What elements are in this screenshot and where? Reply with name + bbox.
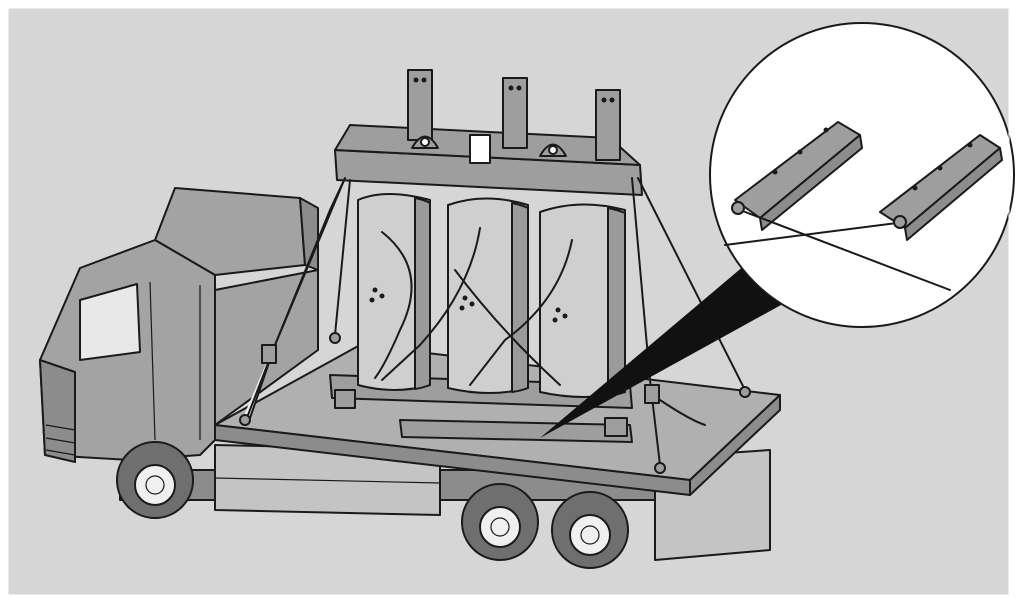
cable-4	[454, 269, 561, 386]
strap-front-right	[631, 177, 661, 466]
truck-icon	[39, 187, 781, 569]
cable-2	[381, 227, 481, 381]
detail-pointer	[540, 265, 790, 438]
rear-wheel-1	[461, 483, 539, 561]
cab-grille	[45, 424, 76, 456]
coil-right	[539, 203, 626, 398]
flatbed-edge-rear	[689, 394, 781, 496]
coil-tap-markings	[369, 287, 568, 323]
ratchet-buckle-left	[261, 344, 277, 364]
coil-left	[357, 193, 431, 391]
front-wheel	[116, 441, 194, 519]
detail-circle	[709, 22, 1015, 328]
cab-fairing	[154, 187, 306, 276]
coil-middle	[447, 197, 529, 394]
lifting-lugs	[411, 135, 567, 157]
cab-window	[79, 283, 141, 361]
transformer-icon	[329, 69, 643, 443]
ratchet-buckle-right	[644, 384, 660, 404]
cable-3	[469, 239, 573, 386]
detail-rail-left	[734, 121, 863, 231]
cable-1	[374, 231, 413, 379]
rating-plate	[469, 134, 491, 164]
lashing-strap-icon	[239, 177, 751, 474]
bottom-frame-front	[399, 419, 633, 443]
terminal-bars	[407, 69, 621, 161]
strap-rear-left	[334, 179, 351, 336]
rear-wheel-2	[551, 491, 629, 569]
transformer-feet	[334, 389, 628, 437]
strap-rear-right	[637, 177, 746, 391]
cab-front	[39, 359, 76, 463]
detail-magnifier-icon	[709, 22, 1015, 328]
